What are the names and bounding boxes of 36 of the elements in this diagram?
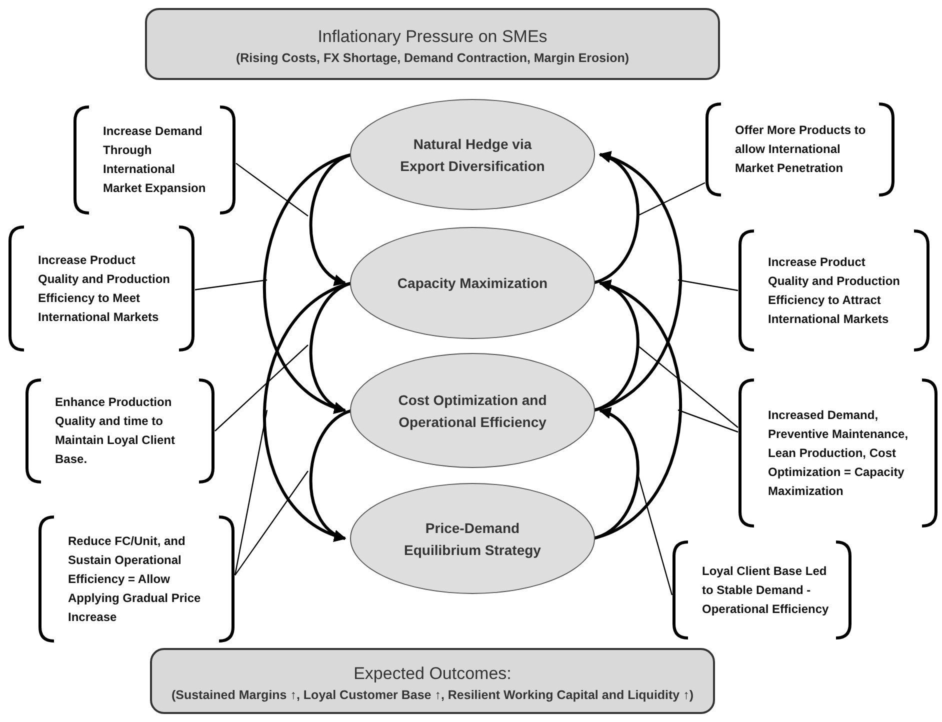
box-subheading: (Sustained Margins ↑, Loyal Customer Base ↑, Resilient Working Capital and Liquidity ↑) (171, 688, 694, 702)
note-text: Increase Demand Through International Market Expansion (102, 123, 207, 197)
note-box (8, 225, 195, 352)
note-text: Reduce FC/Unit, and Sustain Operational Efficiency = Allow Applying Gradual Price Increase (67, 532, 202, 626)
ellipse-label: Cost Optimization and Operational Efficiency (397, 390, 548, 432)
leader-line (194, 279, 268, 290)
leader-line (214, 344, 308, 432)
box-heading: Inflationary Pressure on SMEs (318, 27, 548, 47)
note-box (38, 515, 235, 643)
note-text: Increased Demand, Preventive Maintenance, Lean Production, Cost Optimization = Capacity Maximization (767, 406, 910, 500)
banner-box (145, 8, 720, 80)
leader-line (678, 279, 738, 292)
note-box (73, 105, 236, 215)
leader-line (678, 409, 738, 433)
leader-line (234, 470, 308, 576)
note-text: Increase Product Quality and Production Efficiency to Meet International Markets (37, 252, 172, 326)
leader-line (636, 182, 706, 217)
note-text: Offer More Products to allow International Market Penetration (734, 122, 867, 177)
leader-line (636, 344, 738, 428)
box-heading: Expected Outcomes: (354, 664, 512, 684)
ellipse-label: Price-Demand Equilibrium Strategy (403, 518, 542, 560)
note-box (25, 378, 215, 484)
note-box (705, 102, 895, 197)
ellipse-label: Natural Hedge via Export Diversification (399, 134, 546, 176)
ellipse-label: Capacity Maximization (396, 274, 549, 293)
banner-box (150, 648, 715, 714)
note-box (672, 540, 852, 640)
note-text: Loyal Client Base Led to Stable Demand - Operational Efficiency (701, 562, 830, 618)
leader-line (234, 410, 268, 576)
note-box (738, 229, 930, 352)
leader-line (636, 470, 673, 596)
note-box (738, 378, 938, 528)
box-subheading: (Rising Costs, FX Shortage, Demand Contraction, Margin Erosion) (236, 51, 630, 65)
note-text: Enhance Production Quality and time to Maintain Loyal Client Base. (54, 394, 176, 468)
note-text: Increase Product Quality and Production Efficiency to Attract International Markets (767, 254, 902, 328)
leader-line (236, 162, 308, 216)
